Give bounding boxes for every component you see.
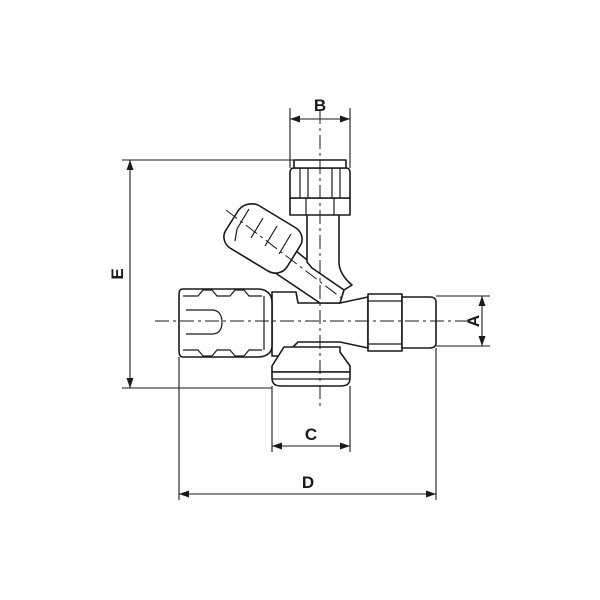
d-arrow-left xyxy=(179,490,189,498)
dimension-a: A xyxy=(436,295,490,347)
left-knob xyxy=(178,288,273,358)
b-arrow-left xyxy=(290,115,300,123)
top-nut-ridges xyxy=(299,168,341,198)
dim-label-e: E xyxy=(108,268,127,279)
inclined-cap-hex xyxy=(234,208,292,255)
dim-label-d: D xyxy=(302,473,314,492)
a-arrow-bottom xyxy=(478,336,486,346)
right-nut xyxy=(367,293,403,352)
right-pipe xyxy=(401,296,437,349)
dim-label-c: C xyxy=(305,425,317,444)
e-arrow-top xyxy=(126,160,134,170)
knob-rib-top xyxy=(183,289,262,297)
d-arrow-right xyxy=(426,490,436,498)
dimension-b: B xyxy=(289,96,351,168)
dimension-d: D xyxy=(178,348,437,500)
c-arrow-right xyxy=(340,442,350,450)
knob-slot xyxy=(186,309,223,335)
b-arrow-right xyxy=(340,115,350,123)
dimension-e: E xyxy=(108,159,294,389)
valve-body xyxy=(178,159,437,387)
dim-label-b: B xyxy=(314,96,326,115)
dim-label-a: A xyxy=(464,315,483,327)
center-lines xyxy=(155,110,468,410)
knob-rib-bottom xyxy=(183,349,262,357)
e-arrow-bottom xyxy=(126,378,134,388)
inclined-cap-lip xyxy=(229,247,269,272)
c-arrow-left xyxy=(272,442,282,450)
dimension-c: C xyxy=(271,386,351,452)
vertical-stem xyxy=(306,213,353,291)
top-nut xyxy=(289,167,351,199)
bottom-collar xyxy=(271,346,351,373)
a-arrow-top xyxy=(478,296,486,306)
